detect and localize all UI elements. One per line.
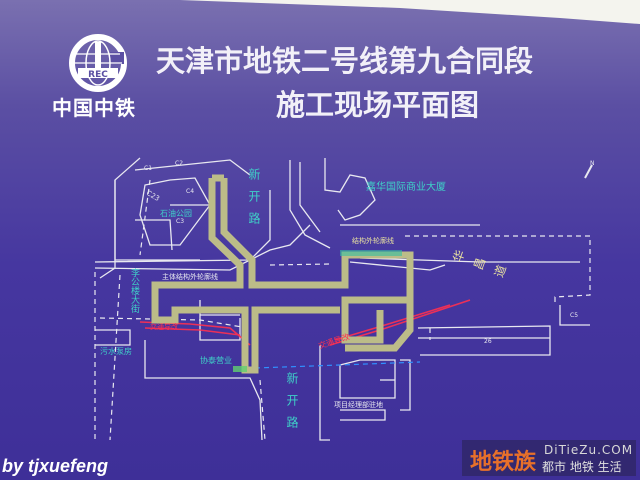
building-label-shi: 石油公园	[160, 209, 192, 218]
block-label-c5: C5	[570, 312, 579, 319]
watermark-en: DiTieZu.COM	[544, 443, 634, 457]
block-label-c2: C2	[175, 160, 184, 167]
outline-side-label: 结构外轮廓线	[352, 237, 394, 245]
building-label-jiahua: 嘉华国际商业大厦	[366, 182, 446, 193]
title-line-2: 施工现场平面图	[276, 88, 480, 122]
north-label: N	[590, 160, 595, 167]
block-label-c1: C1	[144, 165, 153, 172]
road-label-xinkai-top: 新开路	[247, 168, 261, 234]
area-label-center: 协泰营业	[200, 356, 232, 365]
road-label-xinkai-bottom: 新开路	[285, 372, 299, 438]
block-label-c4: C4	[186, 188, 195, 195]
area-label-left: 污水泵房	[100, 347, 132, 356]
outline-main-label: 主体结构外轮廓线	[162, 273, 218, 281]
watermark-cn: 地铁族	[470, 450, 537, 475]
sky-strip	[180, 0, 640, 24]
site-office-label: 项目经理部驻地	[334, 401, 383, 409]
block-label-26: 26	[484, 338, 492, 345]
svg-text:REC: REC	[88, 70, 108, 80]
crec-logo-icon: REC	[69, 34, 127, 92]
road-label-left: 李公楼大街	[129, 268, 139, 313]
watermark-sub: 都市 地铁 生活	[542, 460, 622, 474]
title-line-1: 天津市地铁二号线第九合同段	[156, 44, 534, 78]
block-label-c3: C3	[176, 218, 185, 225]
photo-credit: by tjxuefeng	[2, 456, 109, 476]
watermark: 地铁族 DiTieZu.COM 都市 地铁 生活	[462, 440, 636, 476]
logo-text: 中国中铁	[52, 96, 136, 120]
traffic-label-left: 交通导改	[150, 323, 178, 331]
